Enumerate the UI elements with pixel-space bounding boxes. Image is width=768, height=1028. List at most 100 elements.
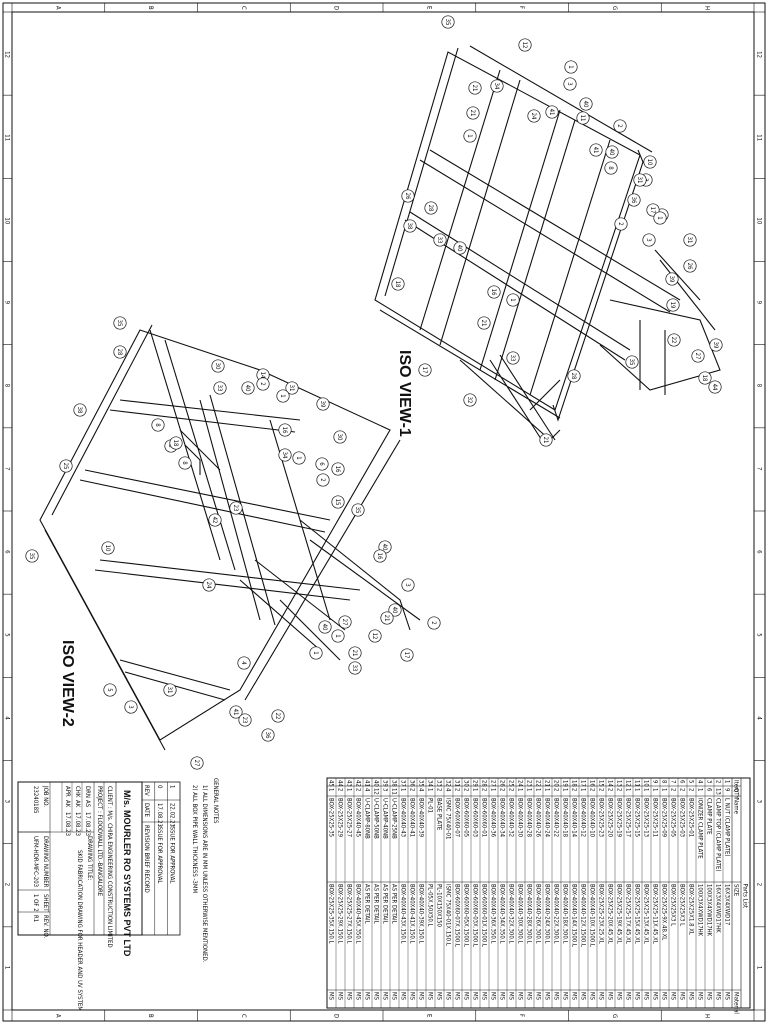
balloon-circle: [163, 683, 177, 697]
balloon-circle: [539, 433, 553, 447]
part-balloon: 3: [563, 77, 577, 91]
balloon-number: 1: [656, 216, 663, 219]
parts-list-cell: BOX-25X25-27: [346, 798, 353, 837]
balloon-circle: [285, 381, 299, 395]
parts-list-cell: BOX-25X25X3 L: [679, 884, 686, 926]
zone-letter-bottom: E: [425, 1014, 432, 1018]
parts-list-cell: MS: [382, 992, 389, 1001]
parts-list-cell: 29: [472, 780, 479, 787]
parts-list-cell: BOX-40X40-41: [409, 798, 416, 837]
zone-letter-bottom: F: [518, 1014, 525, 1017]
job-no-label: JOB NO.: [42, 785, 49, 807]
balloon-number: 35: [28, 553, 35, 560]
parts-list-cell: BOX-40X40-14: [571, 798, 578, 838]
parts-list-cell: 1: [346, 788, 353, 791]
parts-list-header-cell: Name: [733, 798, 740, 815]
zone-number-right: 8: [756, 384, 763, 388]
zone-letter-top: G: [611, 6, 618, 10]
parts-list-cell: AS PER DETAIL: [391, 884, 398, 924]
balloon-number: 39: [668, 276, 675, 283]
part-balloon: 2: [613, 119, 627, 133]
part-balloon: 27: [190, 756, 204, 770]
balloon-number: 2: [319, 478, 326, 481]
parts-list-cell: BOX-40X40-34: [499, 798, 506, 838]
parts-list-cell: MS: [544, 992, 551, 1001]
balloon-number: 26: [686, 263, 693, 270]
balloon-circle: [178, 456, 192, 470]
balloon-circle: [278, 448, 292, 462]
balloon-number: 10: [646, 159, 653, 166]
parts-list-cell: MS: [373, 992, 380, 1001]
parts-list-cell: 37: [400, 780, 407, 787]
iso-view-1-drawing: [374, 45, 721, 446]
balloon-circle: [331, 462, 345, 476]
parts-list-cell: 15: [598, 780, 605, 787]
parts-list-cell: MS: [661, 992, 668, 1001]
part-balloon: 30: [333, 430, 347, 444]
balloon-circle: [271, 709, 285, 723]
parts-list-cell: 1: [643, 788, 650, 791]
balloon-circle: [545, 105, 559, 119]
balloon-circle: [527, 109, 541, 123]
parts-list-cell: BOX-40X40-18X.300.L: [562, 884, 569, 944]
parts-list-cell: L NUT (CLAMP PLATE): [724, 798, 731, 857]
balloon-circle: [237, 656, 251, 670]
parts-list-cell: 1: [490, 788, 497, 791]
parts-list-cell: BOX-25X25-15X.45.XL: [634, 884, 641, 944]
balloon-circle: [490, 79, 504, 93]
balloon-circle: [506, 351, 520, 365]
balloon-number: 14: [259, 372, 266, 379]
part-balloon: 31: [285, 381, 299, 395]
balloon-circle: [466, 106, 480, 120]
zone-letter-top: C: [240, 6, 247, 10]
balloon-circle: [103, 683, 117, 697]
balloon-number: 42: [211, 517, 218, 524]
parts-list-cell: 43: [346, 780, 353, 787]
balloon-circle: [614, 217, 628, 231]
sign-cell: AK: [74, 800, 81, 808]
balloon-circle: [400, 648, 414, 662]
parts-list-cell: 34: [427, 780, 434, 787]
parts-list-cell: MS: [679, 992, 686, 1001]
parts-list-cell: BOX-25X25-20: [607, 798, 614, 838]
parts-list-cell: BOX-40X40-26: [535, 798, 542, 838]
balloon-number: 8: [607, 166, 614, 170]
balloon-number: 35: [116, 320, 123, 327]
zone-number-left: 1: [4, 966, 11, 969]
parts-list-cell: BOX-40X40-36X.350.L: [490, 884, 497, 944]
parts-list-cell: 2: [607, 788, 614, 791]
part-balloon: 31: [683, 233, 697, 247]
balloon-number: 35: [444, 19, 451, 26]
parts-list-cell: 1: [526, 788, 533, 791]
parts-list-cell: 1: [661, 788, 668, 791]
parts-list-cell: 4: [445, 788, 452, 792]
zone-number-right: 1: [756, 966, 763, 969]
parts-list-cell: BOX-25X25-15: [634, 798, 641, 837]
part-balloon: 27: [691, 349, 705, 363]
zone-number-right: 4: [756, 716, 763, 720]
iso-view-1-label: ISO VIEW-1: [396, 350, 413, 437]
balloon-circle: [463, 393, 477, 407]
part-balloon: 2: [427, 616, 441, 630]
balloon-circle: [403, 219, 417, 233]
parts-list-cell: IONIZER CLAMP PLATE: [697, 798, 704, 859]
part-balloon: 27: [338, 615, 352, 629]
revision-cell: ISSUE FOR APPROVAL: [156, 825, 163, 883]
zone-ticks: [3, 3, 765, 1021]
parts-list-cell: 2: [679, 788, 686, 791]
balloon-circle: [113, 316, 127, 330]
part-balloon: 1: [276, 389, 290, 403]
zone-number-left: 9: [4, 301, 11, 305]
parts-list-cell: 2: [670, 788, 677, 791]
balloon-number: 40: [244, 385, 251, 392]
part-balloon: 16: [278, 423, 292, 437]
parts-list-cell: BOX-25X25-09: [661, 798, 668, 838]
parts-list-cell: MS: [409, 992, 416, 1001]
parts-list-cell: MS: [346, 992, 353, 1001]
balloon-number: 41: [232, 709, 239, 716]
parts-list-cell: 1: [652, 788, 659, 791]
parts-list-cell: 38: [391, 780, 398, 787]
